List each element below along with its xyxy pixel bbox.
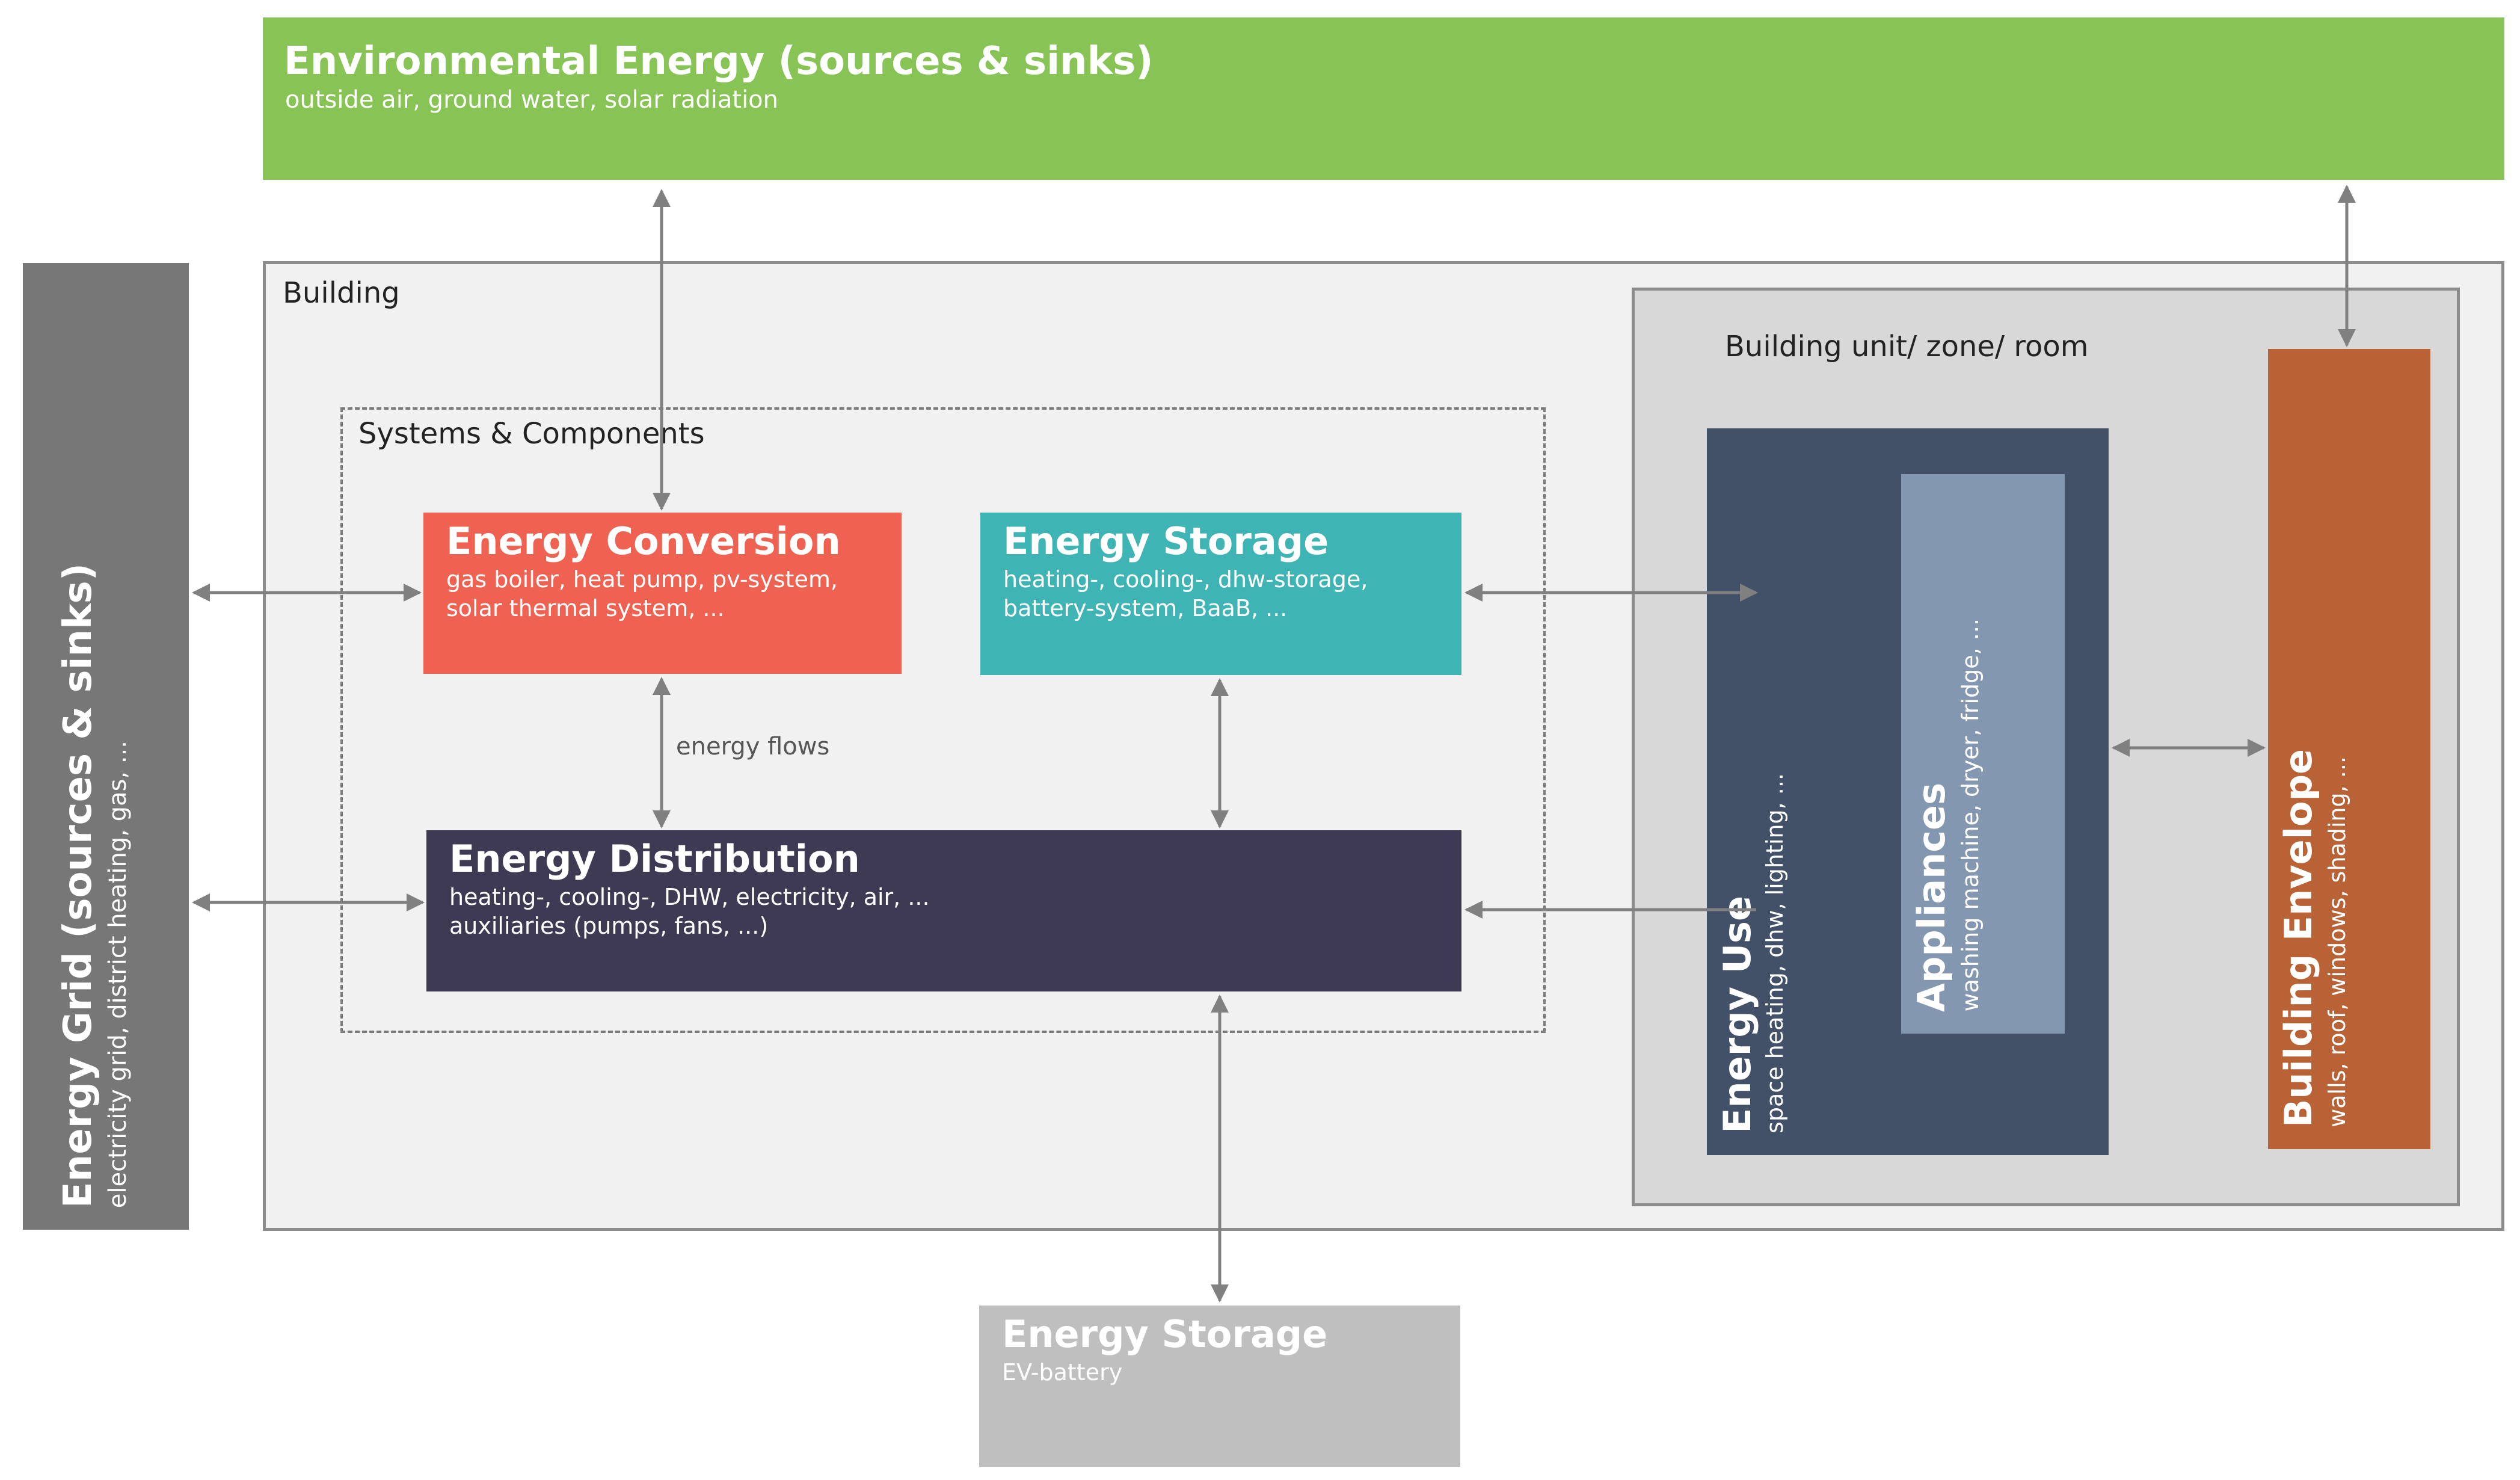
environmental-energy-subtitle: outside air, ground water, solar radiati… <box>285 86 778 114</box>
environmental-energy-box: Environmental Energy (sources & sinks) o… <box>263 17 2504 180</box>
building-unit-label: Building unit/ zone/ room <box>1725 330 2089 363</box>
energy-distribution-box: Energy Distribution heating-, cooling-, … <box>426 830 1461 991</box>
systems-components-frame: Systems & Components <box>340 407 1546 1033</box>
ev-energy-storage-title: Energy Storage <box>1002 1312 1328 1356</box>
energy-distribution-title: Energy Distribution <box>449 837 860 881</box>
appliances-box: Appliances washing machine, dryer, fridg… <box>1901 474 2065 1034</box>
ev-energy-storage-box: Energy Storage EV-battery <box>979 1306 1460 1467</box>
energy-grid-box: Energy Grid (sources & sinks) electricit… <box>23 263 189 1230</box>
energy-storage-title: Energy Storage <box>1003 519 1329 563</box>
energy-storage-line1: heating-, cooling-, dhw-storage, <box>1003 566 1368 593</box>
energy-storage-line2: battery-system, BaaB, ... <box>1003 595 1288 621</box>
building-envelope-box: Building Envelope walls, roof, windows, … <box>2268 349 2430 1149</box>
environmental-energy-title: Environmental Energy (sources & sinks) <box>284 39 1154 84</box>
energy-distribution-line1: heating-, cooling-, DHW, electricity, ai… <box>449 884 930 910</box>
systems-components-label: Systems & Components <box>358 417 705 451</box>
ev-energy-storage-subtitle: EV-battery <box>1002 1359 1123 1386</box>
energy-flows-label: energy flows <box>676 733 830 760</box>
energy-conversion-line2: solar thermal system, ... <box>446 595 725 621</box>
building-label: Building <box>283 276 400 310</box>
energy-storage-box: Energy Storage heating-, cooling-, dhw-s… <box>980 513 1461 675</box>
energy-conversion-line1: gas boiler, heat pump, pv-system, <box>446 566 838 593</box>
energy-conversion-title: Energy Conversion <box>446 519 841 563</box>
energy-distribution-line2: auxiliaries (pumps, fans, ...) <box>449 913 769 939</box>
energy-conversion-box: Energy Conversion gas boiler, heat pump,… <box>423 513 902 674</box>
